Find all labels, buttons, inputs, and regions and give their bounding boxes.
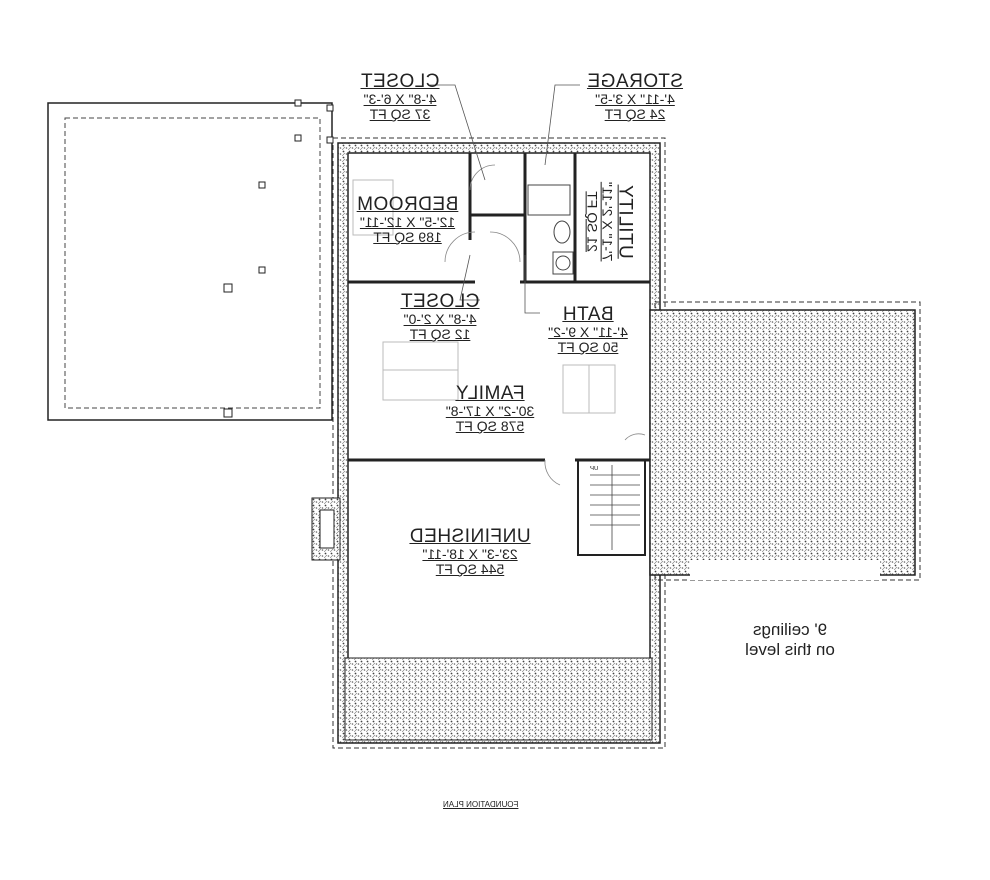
interior-walls (348, 153, 650, 556)
stairs (590, 465, 640, 550)
garage-slab (649, 301, 921, 581)
door-swings (444, 164, 646, 486)
furniture (352, 179, 616, 414)
foundation-walls (311, 137, 666, 749)
leader-lines (430, 84, 580, 314)
stair-up-label: UP (590, 466, 599, 472)
plan-title: FOUNDATION PLAN (443, 800, 519, 809)
deck (47, 99, 334, 421)
